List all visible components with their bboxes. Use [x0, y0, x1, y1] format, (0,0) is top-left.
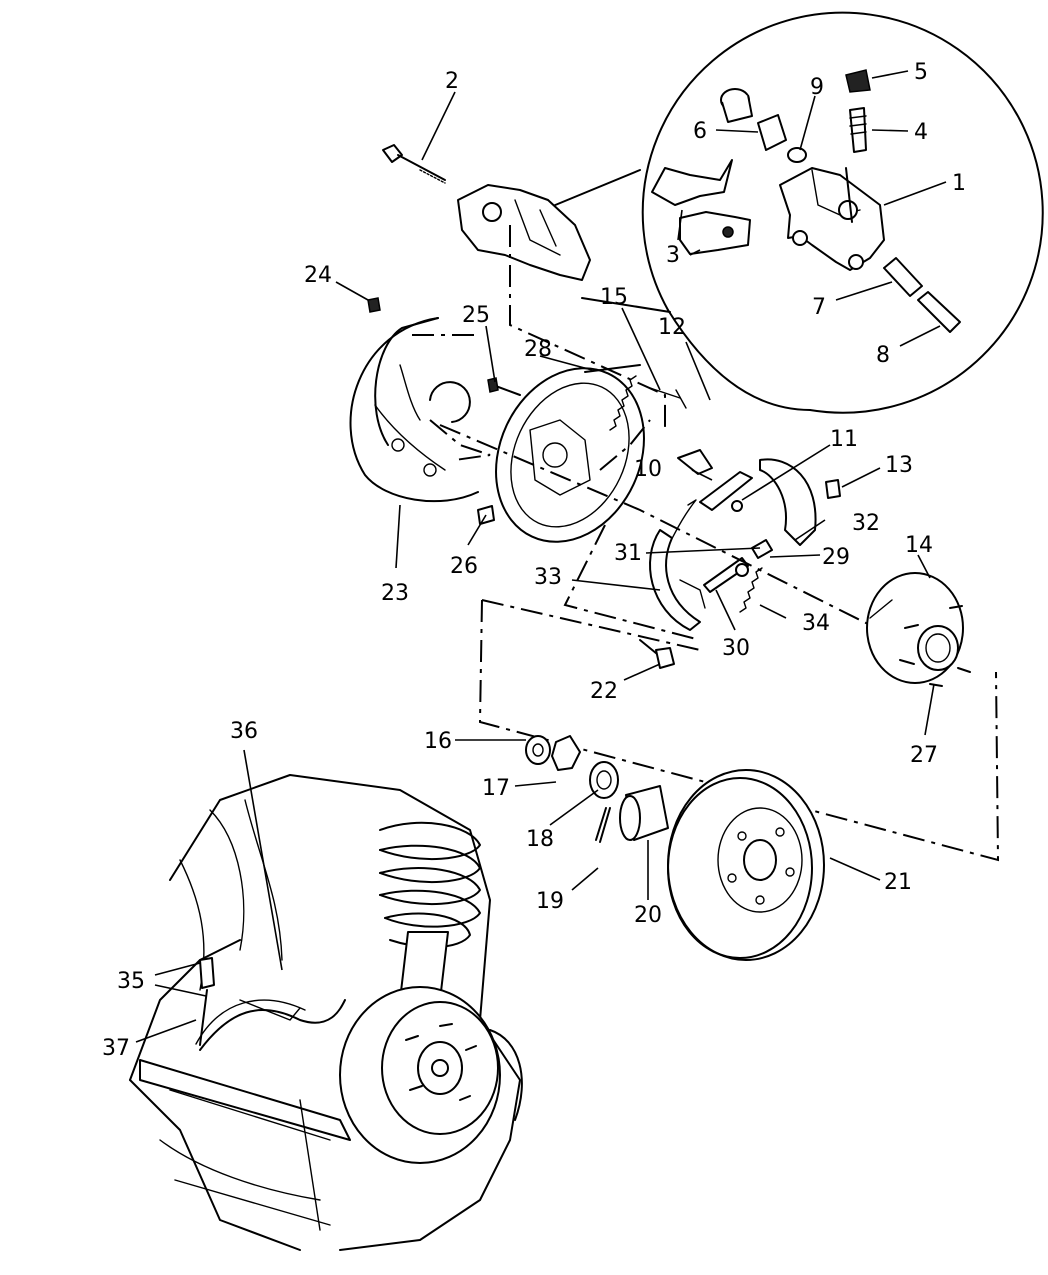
callout-21: 21 — [884, 870, 912, 895]
callout-4: 4 — [914, 120, 928, 145]
callout-6: 6 — [693, 119, 707, 144]
dust-shield — [349, 317, 479, 503]
callout-28: 28 — [524, 337, 552, 362]
callout-8: 8 — [876, 343, 890, 368]
callout-1: 1 — [952, 171, 966, 196]
callout-5: 5 — [914, 60, 928, 85]
leader-lines — [135, 70, 947, 1043]
callout-2: 2 — [445, 69, 459, 94]
callout-19: 19 — [536, 889, 564, 914]
callout-12: 12 — [658, 315, 686, 340]
caliper-housing — [779, 167, 885, 271]
brake-shoes — [649, 458, 817, 631]
callout-13: 13 — [885, 453, 913, 478]
callout-31: 31 — [614, 541, 642, 566]
callout-33: 33 — [534, 565, 562, 590]
callout-22: 22 — [590, 679, 618, 704]
callout-23: 23 — [381, 581, 409, 606]
callout-26: 26 — [450, 554, 478, 579]
callout-35: 35 — [117, 969, 145, 994]
callout-29: 29 — [822, 545, 850, 570]
callout-15: 15 — [600, 285, 628, 310]
adjuster-assembly — [703, 539, 773, 593]
piston-and-seal — [720, 88, 807, 163]
guide-pins — [883, 257, 961, 333]
assembly-guide-lines — [412, 225, 871, 641]
callout-10: 10 — [634, 457, 662, 482]
hub-hardware — [525, 735, 669, 843]
hub-flange — [866, 572, 971, 687]
bleeder-screw — [845, 69, 871, 153]
callout-9: 9 — [810, 75, 824, 100]
callout-11: 11 — [830, 427, 858, 452]
parking-brake-lever — [677, 449, 841, 512]
callout-14: 14 — [905, 533, 933, 558]
caliper-bolt — [382, 144, 446, 184]
brake-pads — [651, 159, 751, 255]
callout-32: 32 — [852, 511, 880, 536]
brake-rotor — [667, 769, 825, 961]
callout-34: 34 — [802, 611, 830, 636]
callout-36: 36 — [230, 719, 258, 744]
callout-16: 16 — [424, 729, 452, 754]
callout-37: 37 — [102, 1036, 130, 1061]
callout-20: 20 — [634, 903, 662, 928]
callout-30: 30 — [722, 636, 750, 661]
vehicle-underbody-view — [129, 774, 523, 1251]
callout-labels: 2 1 3 4 5 6 7 8 9 10 11 12 13 14 15 16 1… — [102, 60, 966, 1061]
callout-17: 17 — [482, 776, 510, 801]
callout-18: 18 — [526, 827, 554, 852]
callout-7: 7 — [812, 295, 826, 320]
wheel-bolt — [639, 639, 675, 669]
callout-24: 24 — [304, 263, 332, 288]
caliper-assembly — [457, 184, 591, 281]
caliper-detail-inset — [547, 11, 1044, 414]
callout-25: 25 — [462, 303, 490, 328]
callout-3: 3 — [666, 243, 680, 268]
backing-plate — [495, 364, 645, 543]
callout-27: 27 — [910, 743, 938, 768]
